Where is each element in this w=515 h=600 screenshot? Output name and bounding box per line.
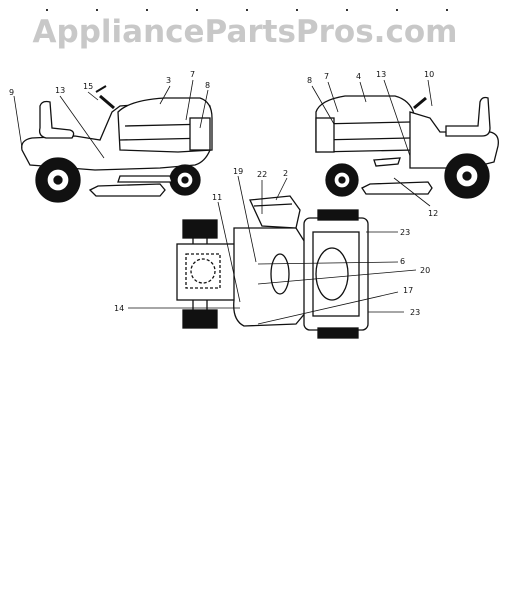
top-view — [128, 175, 417, 339]
callout-2: 2 — [283, 169, 288, 178]
callout-6: 6 — [400, 257, 405, 266]
callout-4-right: 4 — [356, 72, 361, 81]
callout-8-right: 8 — [307, 76, 312, 85]
callout-23-bottom: 23 — [410, 308, 420, 317]
callout-14: 14 — [114, 304, 124, 313]
callout-8-left: 8 — [205, 81, 210, 90]
callout-19: 19 — [233, 167, 243, 176]
watermark-text: AppliancePartsPros.com — [32, 14, 458, 50]
left-tractor-view — [13, 79, 213, 203]
right-tractor-view — [311, 79, 499, 207]
right-view-callouts: 8 7 4 13 10 12 — [307, 70, 438, 218]
callout-9-left: 9 — [9, 88, 14, 97]
callout-20: 20 — [420, 266, 430, 275]
callout-12-right: 12 — [428, 209, 438, 218]
callout-17: 17 — [403, 286, 413, 295]
callout-22: 22 — [257, 170, 267, 179]
callout-13-left: 13 — [55, 86, 65, 95]
callout-7-left: 7 — [190, 70, 195, 79]
callout-3-left: 3 — [166, 76, 171, 85]
top-view-callouts: 19 22 2 11 23 6 20 14 17 23 — [114, 167, 430, 317]
callout-15-left: 15 — [83, 82, 93, 91]
left-view-callouts: 9 13 15 3 7 8 — [9, 70, 210, 97]
callout-23-top: 23 — [400, 228, 410, 237]
top-border-dots — [0, 0, 515, 11]
callout-13-right: 13 — [376, 70, 386, 79]
callout-11: 11 — [212, 193, 222, 202]
callout-10-right: 10 — [424, 70, 434, 79]
callout-7-right: 7 — [324, 72, 329, 81]
